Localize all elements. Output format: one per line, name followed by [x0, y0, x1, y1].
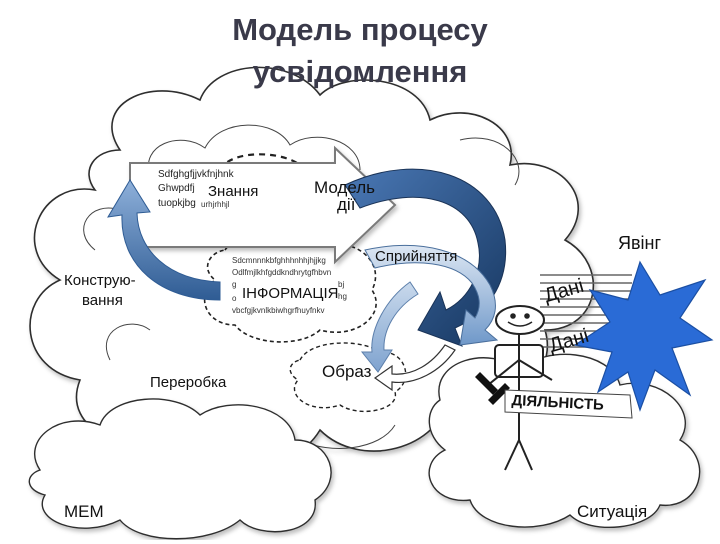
construction-label-line2: вання: [82, 292, 123, 309]
knowledge-filler-3b: urhjrhhjl: [201, 200, 230, 209]
knowledge-arrow: [129, 145, 397, 265]
model-label-line1: Модель: [314, 178, 376, 197]
lower-cloud: [28, 398, 332, 540]
perception-curved-arrow: [364, 245, 499, 346]
image-dashed-region: [289, 342, 407, 413]
processing-arrow: [373, 344, 456, 392]
perception-label: Сприйняття: [375, 248, 458, 265]
processing-label: Переробка: [150, 374, 227, 391]
information-filler-4: bj: [338, 280, 345, 289]
information-filler-2: Odlfmjlkhfgddkndhrytgfhbvn: [232, 268, 332, 277]
image-label: Образ: [322, 362, 372, 381]
construction-label-line1: Конструю-: [64, 272, 136, 289]
knowledge-label: Знання: [208, 183, 259, 200]
hammer-icon: [475, 372, 510, 405]
person-figure: [487, 305, 553, 471]
action-curved-arrow: [344, 168, 507, 347]
construction-curved-arrow: [107, 179, 221, 301]
situation-label: Ситуація: [577, 502, 648, 521]
information-label: ІНФОРМАЦІЯ: [242, 285, 339, 302]
phenomenon-label: Явінг: [618, 233, 662, 253]
information-filler-3: g: [232, 280, 237, 289]
information-filler-5: hg: [338, 292, 347, 301]
knowledge-filler-2: Ghwpdfj: [158, 183, 195, 194]
information-filler-1: Sdcmnnnkbfghhhnhhjhjjkg: [232, 256, 326, 265]
page-title-line1: Модель процесу: [232, 12, 488, 47]
information-filler-6: vbcfgjkvnlkbiwhgrfhuyfnkv: [232, 306, 325, 315]
information-filler-7: o: [232, 294, 237, 303]
activity-banner: [504, 389, 633, 419]
image-arrow: [360, 281, 419, 373]
phenomenon-burst: [573, 260, 714, 412]
knowledge-filler-3: tuopkjbg: [158, 198, 196, 209]
model-label-line2: дії: [337, 195, 356, 214]
situation-cloud: [428, 353, 701, 528]
mem-label: МЕМ: [64, 502, 104, 521]
knowledge-filler-1: Sdfghgfjjvkfnjhnk: [158, 169, 234, 180]
page-title-line2: усвідомлення: [252, 54, 468, 89]
